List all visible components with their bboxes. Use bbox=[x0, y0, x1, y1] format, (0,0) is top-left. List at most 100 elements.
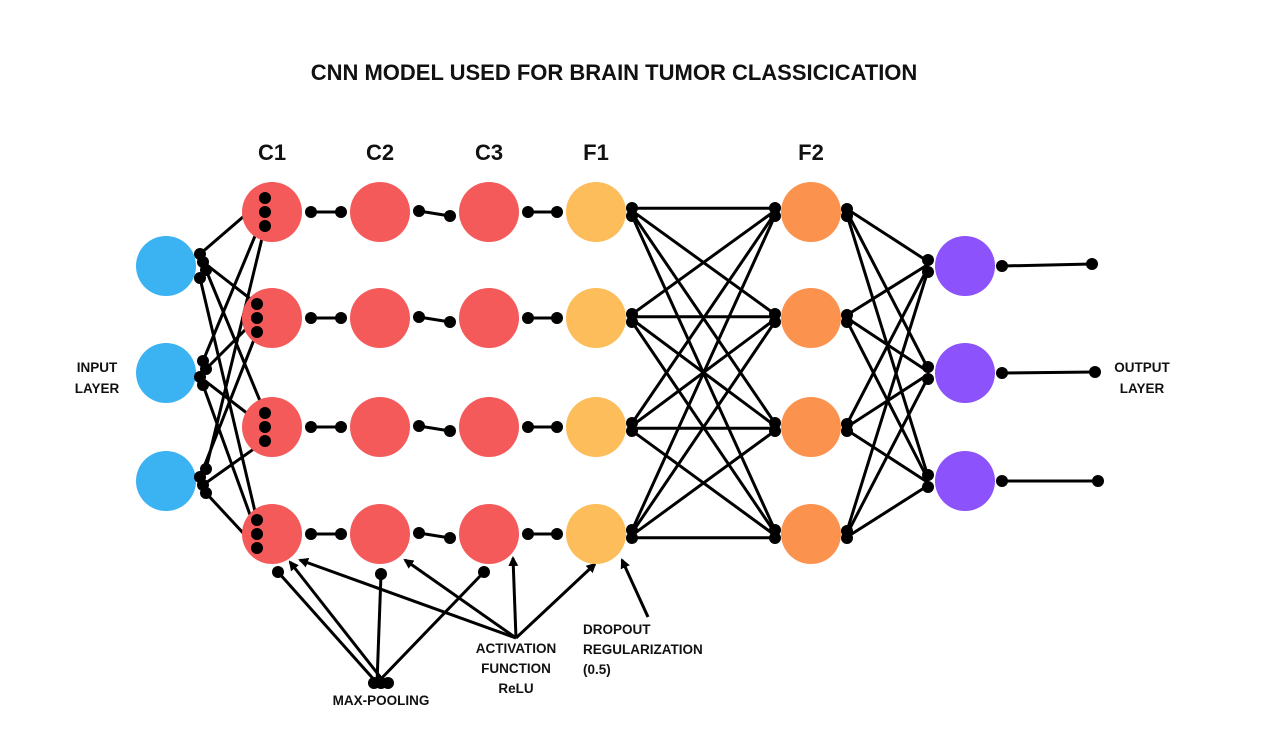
input-to-c1-connection bbox=[201, 383, 259, 536]
connection-dot bbox=[769, 532, 781, 544]
f2-to-output-connection bbox=[845, 263, 930, 317]
annotation-arrows bbox=[276, 556, 650, 685]
connection-dot bbox=[259, 435, 271, 447]
connection-dot bbox=[251, 514, 263, 526]
activation-arrow bbox=[508, 556, 519, 639]
conv-neuron-c3 bbox=[459, 182, 519, 242]
connection-dot bbox=[251, 528, 263, 540]
connection-dot bbox=[922, 373, 934, 385]
connection-dot bbox=[259, 421, 271, 433]
connection-dot bbox=[413, 311, 425, 323]
connection-dot bbox=[259, 407, 271, 419]
f2-to-output-connection bbox=[845, 376, 930, 536]
conv-neuron-c3 bbox=[459, 288, 519, 348]
conv-neuron-c1 bbox=[242, 397, 302, 457]
input-layer-label-line2: LAYER bbox=[75, 381, 120, 396]
connection-dot bbox=[251, 326, 263, 338]
dropout-label-line2: REGULARIZATION bbox=[583, 642, 703, 657]
connection-dot bbox=[522, 421, 534, 433]
output-neuron bbox=[935, 451, 995, 511]
dropout-label-line1: DROPOUT bbox=[583, 622, 651, 637]
connection-dot bbox=[769, 316, 781, 328]
connection-dot bbox=[551, 528, 563, 540]
connection-dot bbox=[841, 532, 853, 544]
connection-dot bbox=[382, 677, 394, 689]
conv-neuron-c3 bbox=[459, 397, 519, 457]
connection-dot bbox=[259, 220, 271, 232]
conv-neuron-c2 bbox=[350, 182, 410, 242]
f1-to-f2-connection bbox=[630, 214, 777, 532]
connection-dot bbox=[626, 425, 638, 437]
activation-label-line3: ReLU bbox=[498, 681, 533, 696]
connection-dot bbox=[444, 425, 456, 437]
activation-arrow bbox=[403, 558, 517, 640]
connection-dot bbox=[259, 192, 271, 204]
input-to-c1-connection bbox=[204, 224, 267, 471]
f2-to-output-connection bbox=[845, 269, 930, 533]
connection-dot bbox=[305, 206, 317, 218]
f1-to-f2-connection bbox=[630, 211, 777, 425]
conv-neuron-c1 bbox=[242, 182, 302, 242]
input-to-c1-connection bbox=[198, 330, 259, 479]
conv-neuron-c3 bbox=[459, 504, 519, 564]
dense-neuron-f2 bbox=[781, 504, 841, 564]
connection-dot bbox=[305, 528, 317, 540]
max-pooling-label: MAX-POOLING bbox=[333, 693, 430, 708]
f2-to-output-connection bbox=[845, 207, 930, 263]
output-neuron bbox=[935, 343, 995, 403]
dense-neuron-f1 bbox=[566, 397, 626, 457]
connection-dot bbox=[922, 469, 934, 481]
connection-dot bbox=[1092, 475, 1104, 487]
neurons bbox=[136, 182, 995, 564]
dense-neuron-f1 bbox=[566, 182, 626, 242]
connection-dot bbox=[996, 260, 1008, 272]
connection-dot bbox=[1089, 366, 1101, 378]
connection-dot bbox=[413, 420, 425, 432]
dense-neuron-f1 bbox=[566, 288, 626, 348]
input-neuron bbox=[136, 451, 196, 511]
connection-dot bbox=[305, 312, 317, 324]
conv-neuron-c2 bbox=[350, 288, 410, 348]
connection-dot bbox=[272, 566, 284, 578]
connection-dot bbox=[478, 566, 490, 578]
max-pooling-pointer bbox=[375, 570, 486, 685]
output-neuron bbox=[935, 236, 995, 296]
connection-dot bbox=[996, 367, 1008, 379]
connection-dot bbox=[922, 481, 934, 493]
dense-neuron-f2 bbox=[781, 182, 841, 242]
layer-label-c1: C1 bbox=[258, 140, 286, 165]
output-layer-label-line1: OUTPUT bbox=[1114, 360, 1170, 375]
connection-dot bbox=[251, 312, 263, 324]
connection-dot bbox=[626, 210, 638, 222]
max-pooling-pointer bbox=[375, 572, 383, 685]
connection-dot bbox=[841, 210, 853, 222]
connection-dot bbox=[335, 312, 347, 324]
f1-to-f2-connection bbox=[630, 429, 777, 537]
connection-dot bbox=[444, 532, 456, 544]
connection-dot bbox=[522, 312, 534, 324]
dense-neuron-f1 bbox=[566, 504, 626, 564]
connection-dot bbox=[259, 206, 271, 218]
connection-dot bbox=[413, 205, 425, 217]
connection-dot bbox=[1086, 258, 1098, 270]
connection-dot bbox=[200, 487, 212, 499]
connection-dot bbox=[444, 210, 456, 222]
f2-to-output-connection bbox=[845, 484, 930, 539]
connection-dot bbox=[922, 266, 934, 278]
connection-dot bbox=[522, 206, 534, 218]
activation-label-line2: FUNCTION bbox=[481, 661, 551, 676]
connection-dot bbox=[626, 316, 638, 328]
layer-label-c2: C2 bbox=[366, 140, 394, 165]
f2-to-output-connection bbox=[845, 266, 930, 426]
conv-neuron-c2 bbox=[350, 504, 410, 564]
connection-dot bbox=[922, 254, 934, 266]
connection-dot bbox=[197, 379, 209, 391]
connection-dot bbox=[375, 568, 387, 580]
input-to-c1-connection bbox=[201, 210, 267, 363]
connection-dot bbox=[922, 361, 934, 373]
activation-label-line1: ACTIVATION bbox=[476, 641, 557, 656]
f1-to-f2-connection bbox=[630, 209, 777, 316]
diagram-title: CNN MODEL USED FOR BRAIN TUMOR CLASSICIC… bbox=[311, 60, 918, 85]
connection-dot bbox=[251, 298, 263, 310]
dropout-label-line3: (0.5) bbox=[583, 662, 611, 677]
